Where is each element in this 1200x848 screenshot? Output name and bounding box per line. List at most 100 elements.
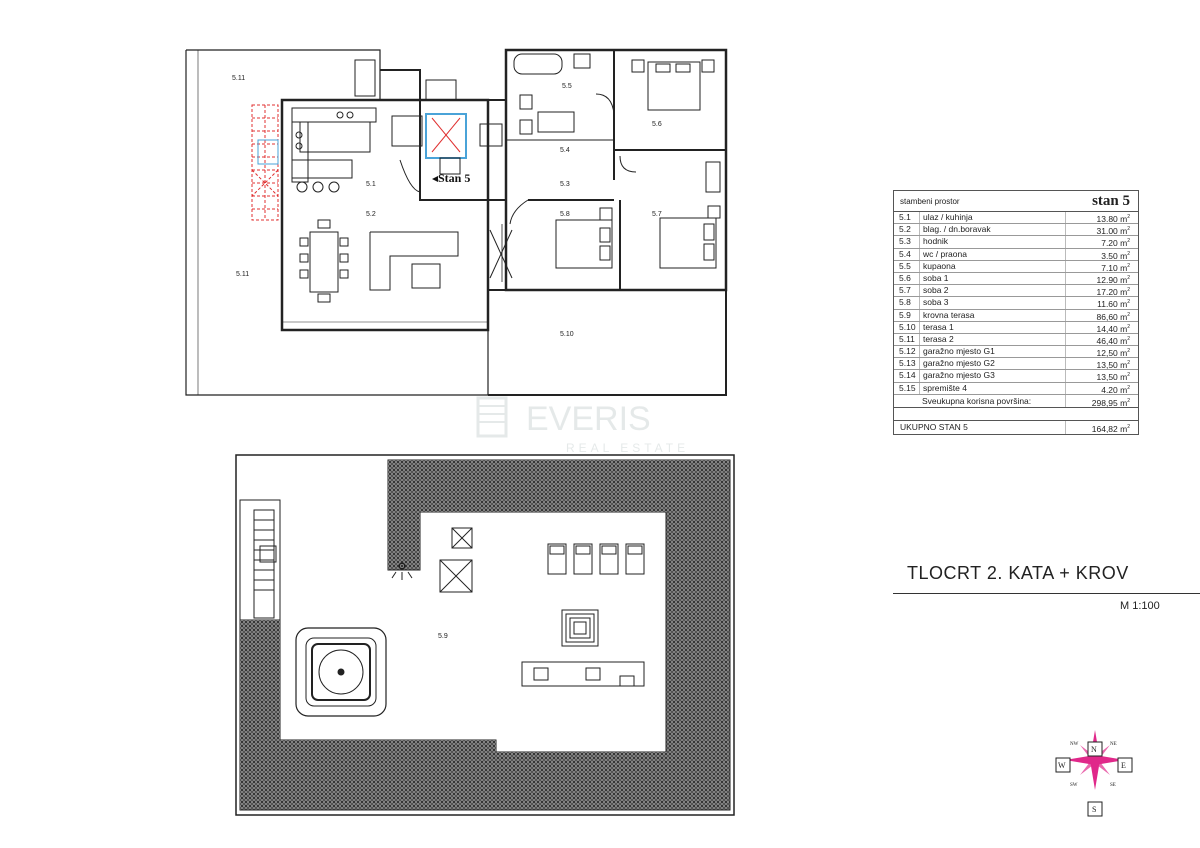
exterior-staircase [251, 104, 279, 221]
room-label-5-3: 5.3 [560, 181, 570, 188]
room-label-5-5: 5.5 [562, 83, 572, 90]
compass-rose: N S W E NW NE SW SE [1055, 730, 1133, 817]
room-label-5-8: 5.8 [560, 211, 570, 218]
room-label-5-7: 5.7 [652, 211, 662, 218]
schedule-row-area: 11.60 m2 [1065, 297, 1138, 309]
schedule-row-area: 4.20 m2 [1065, 382, 1138, 394]
bedroom-3-bed [555, 207, 613, 269]
schedule-spacer [894, 408, 1138, 421]
schedule-row-area: 13,50 m2 [1065, 358, 1138, 370]
schedule-row-num: 5.8 [899, 297, 911, 308]
compass-ne: NE [1110, 742, 1117, 747]
watermark-brand: EVERIS [526, 400, 651, 438]
schedule-row-num: 5.2 [899, 224, 911, 235]
room-label-5-4: 5.4 [560, 147, 570, 154]
schedule-row-area: 13,50 m2 [1065, 370, 1138, 382]
schedule-row-num: 5.13 [899, 358, 916, 369]
apartment-tag: Stan 5 [438, 171, 470, 185]
schedule-grand-row: UKUPNO STAN 5 164,82 m2 [894, 420, 1138, 434]
plan-scale: M 1:100 [1120, 600, 1160, 612]
jacuzzi [295, 627, 387, 717]
plan-title: TLOCRT 2. KATA + KROV [907, 563, 1129, 583]
schedule-row-num: 5.5 [899, 260, 911, 271]
schedule-row-name: soba 3 [919, 297, 1065, 309]
watermark-sub: REAL ESTATE [566, 441, 689, 455]
schedule-row-num: 5.9 [899, 309, 911, 320]
schedule-row-num: 5.15 [899, 382, 916, 393]
schedule-row-name: garažno mjesto G2 [919, 358, 1065, 370]
upper-floor-plan [185, 48, 728, 396]
schedule-header-label: stambeni prostor [900, 196, 960, 206]
schedule-row-name: krovna terasa [919, 309, 1065, 321]
schedule-total-area: 298,95 m2 [1065, 394, 1138, 408]
schedule-row-area: 31.00 m2 [1065, 224, 1138, 236]
dining-table [299, 219, 349, 303]
schedule-row-num: 5.1 [899, 212, 911, 222]
schedule-row-name: terasa 2 [919, 333, 1065, 346]
schedule-row-num: 5.6 [899, 272, 911, 283]
room-label-5-10: 5.10 [560, 331, 574, 338]
bathroom [513, 53, 615, 135]
roof-staircase [239, 499, 281, 621]
outdoor-shower-icon [391, 562, 413, 580]
compass-n: N [1091, 745, 1097, 754]
schedule-row-name: soba 2 [919, 285, 1065, 297]
compass-e: E [1121, 761, 1126, 770]
schedule-row-area: 46,40 m2 [1065, 333, 1138, 346]
compass-w: W [1058, 761, 1066, 770]
room-label-5-2: 5.2 [366, 211, 376, 218]
stair-window [257, 139, 279, 165]
room-label-5-9: 5.9 [438, 633, 448, 640]
fire-pit [561, 609, 599, 647]
schedule-row-name: garažno mjesto G1 [919, 346, 1065, 358]
schedule-row-num: 5.12 [899, 346, 916, 357]
schedule-row-area: 7.10 m2 [1065, 260, 1138, 273]
schedule-row-area: 12.90 m2 [1065, 272, 1138, 285]
schedule-row-name: terasa 1 [919, 321, 1065, 333]
title-underline [893, 593, 1200, 594]
room-label-5-6: 5.6 [652, 121, 662, 128]
schedule-row-area: 7.20 m2 [1065, 236, 1138, 248]
roof-hatched-border [387, 459, 731, 811]
schedule-row-num: 5.3 [899, 236, 911, 247]
schedule-row-name: hodnik [919, 236, 1065, 248]
compass-s: S [1092, 805, 1096, 814]
schedule-row-num: 5.4 [899, 248, 911, 259]
room-label-5-11-bottom: 5.11 [236, 271, 249, 278]
roof-plan [235, 454, 735, 816]
watermark-logo: EVERIS REAL ESTATE [476, 396, 689, 455]
schedule-row-area: 13.80 m2 [1065, 212, 1138, 224]
schedule-row-num: 5.7 [899, 285, 911, 296]
schedule-row-area: 17.20 m2 [1065, 285, 1138, 297]
schedule-row-num: 5.14 [899, 370, 916, 381]
schedule-row-area: 3.50 m2 [1065, 248, 1138, 260]
schedule-grand-area: 164,82 m2 [1065, 420, 1138, 434]
room-label-5-1: 5.1 [366, 181, 376, 188]
schedule-row-name: wc / praona [919, 248, 1065, 260]
schedule-row-name: ulaz / kuhinja [919, 212, 1065, 224]
schedule-row-area: 14,40 m2 [1065, 321, 1138, 334]
schedule-row-area: 86,60 m2 [1065, 309, 1138, 321]
living-sofa [369, 231, 459, 291]
room-label-5-11-top: 5.11 [232, 75, 245, 82]
compass-nw: NW [1070, 742, 1079, 747]
stair-core [419, 99, 507, 201]
schedule-row-area: 12,50 m2 [1065, 346, 1138, 358]
